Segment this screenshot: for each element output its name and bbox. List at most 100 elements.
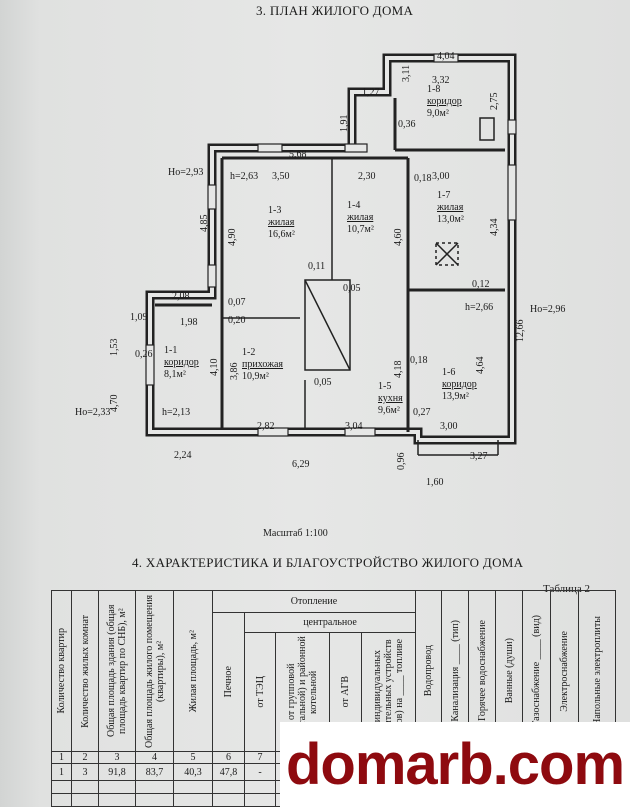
column-header-text: Напольные электроплиты	[591, 616, 603, 726]
table-cell-text: 40,3	[184, 766, 202, 778]
dimension-label: 3,27	[470, 451, 488, 462]
dimension-label: 1,91	[339, 114, 350, 133]
dimension-label: h=2,13	[162, 407, 191, 418]
room-id: 1-2	[242, 347, 256, 358]
dimension-label: 0,36	[398, 119, 416, 130]
header-group-central: центральное	[244, 612, 416, 633]
column-number-text: 4	[152, 752, 157, 763]
room-id: 1-1	[164, 345, 178, 356]
dimension-label: 4,85	[199, 214, 210, 233]
dimension-label: 0,18	[410, 355, 428, 366]
table-cell-empty	[212, 780, 245, 794]
dimension-label: 1,27	[362, 87, 380, 98]
windows	[145, 53, 517, 437]
room-id: 1-5	[378, 381, 392, 392]
dimension-label: 4,64	[475, 356, 486, 375]
dimension-label: 5,68	[289, 149, 307, 160]
table-cell-empty	[98, 793, 136, 807]
dimension-label: 2,82	[257, 421, 275, 432]
dimension-label: h=2,63	[230, 171, 259, 182]
column-header-text: от АГВ	[340, 676, 351, 708]
watermark-text: domarb.com	[285, 732, 625, 797]
dimension-label: 3,50	[272, 171, 290, 182]
watermark: domarb.com	[280, 722, 630, 807]
column-header: Жилая площадь, м²	[173, 590, 213, 752]
plan-title: 3. ПЛАН ЖИЛОГО ДОМА	[256, 3, 414, 18]
table-cell: 3	[71, 763, 99, 781]
dimension-label: 1,60	[426, 477, 444, 488]
dimension-label: 0,26	[135, 349, 153, 360]
room-id: 1-4	[347, 200, 361, 211]
table-cell-empty	[212, 793, 245, 807]
room-area: 10,7м²	[347, 224, 374, 235]
room-area: 13,0м²	[437, 214, 464, 225]
table-cell-text: 47,8	[219, 766, 238, 778]
table-cell-empty	[51, 780, 72, 794]
dimension-label: 0,05	[343, 283, 361, 294]
column-number-text: 5	[190, 752, 196, 763]
floor-plan-drawing	[145, 53, 517, 456]
table-cell-empty	[173, 793, 213, 807]
column-header-text: Жилая площадь, м²	[187, 629, 199, 713]
dimension-label: 0,18	[414, 173, 432, 184]
dimension-label: 2,24	[174, 450, 192, 461]
dimension-label: 3,11	[401, 64, 412, 82]
dimension-label: 2,75	[489, 92, 500, 111]
header-group-heating: Отопление	[212, 590, 416, 613]
header-group-heating-text: Отопление	[290, 596, 338, 607]
table-cell-empty	[51, 793, 72, 807]
table-cell-text: 1	[59, 766, 64, 778]
table-cell-empty	[98, 780, 136, 794]
room-area: 13,9м²	[442, 391, 469, 402]
room-type: жилая	[437, 202, 464, 213]
table-cell-empty	[244, 793, 276, 807]
dimension-label: 12,66	[515, 319, 526, 343]
interior-walls	[155, 98, 505, 432]
room-id: 1-8	[427, 84, 441, 95]
room-type: прихожая	[242, 359, 284, 370]
table-cell: 83,7	[135, 763, 174, 781]
table-cell: 40,3	[173, 763, 213, 781]
dimension-label: 4,10	[209, 358, 220, 377]
column-header: Общая площадь здания (общая площадь квар…	[98, 590, 136, 752]
column-header-text: Канализация ____ (тип)	[449, 620, 461, 722]
dimension-label: h=2,66	[465, 302, 494, 313]
column-header-text: Общая площадь жилого помещения (квартиры…	[143, 594, 166, 748]
column-number-text: 1	[59, 752, 64, 763]
dimension-label: 1,09	[130, 312, 148, 323]
dimension-label: 1,98	[180, 317, 198, 328]
room-type: жилая	[347, 212, 374, 223]
room-type: коридор	[427, 96, 462, 107]
table-cell-text: -	[258, 766, 262, 778]
room-id: 1-6	[442, 367, 456, 378]
table-cell: 91,8	[98, 763, 136, 781]
dimension-label: 4,70	[109, 394, 120, 413]
dimension-label: 4,18	[393, 360, 404, 379]
room-type: жилая	[268, 217, 295, 228]
dimension-label: 2,30	[358, 171, 376, 182]
table-cell-text: 83,7	[145, 766, 164, 778]
table-cell: -	[244, 763, 276, 781]
column-header-text: Количество квартир	[56, 628, 67, 714]
table-cell-empty	[71, 780, 99, 794]
dimension-label: 0,96	[396, 452, 407, 471]
dimension-label: 0,11	[308, 261, 326, 272]
room-type: коридор	[164, 357, 199, 368]
dimension-label: 3,00	[440, 421, 458, 432]
column-header: Общая площадь жилого помещения (квартиры…	[135, 590, 174, 752]
dimension-label: 1,53	[109, 338, 120, 357]
dimension-label: Ho=2,96	[530, 304, 566, 315]
column-number-text: 3	[114, 752, 120, 763]
dimension-label: 3,86	[229, 362, 240, 381]
table-cell-empty	[71, 793, 99, 807]
room-area: 9,0м²	[427, 108, 449, 119]
column-header-text: Общая площадь здания (общая площадь квар…	[106, 604, 128, 738]
table-cell-empty	[135, 780, 174, 794]
